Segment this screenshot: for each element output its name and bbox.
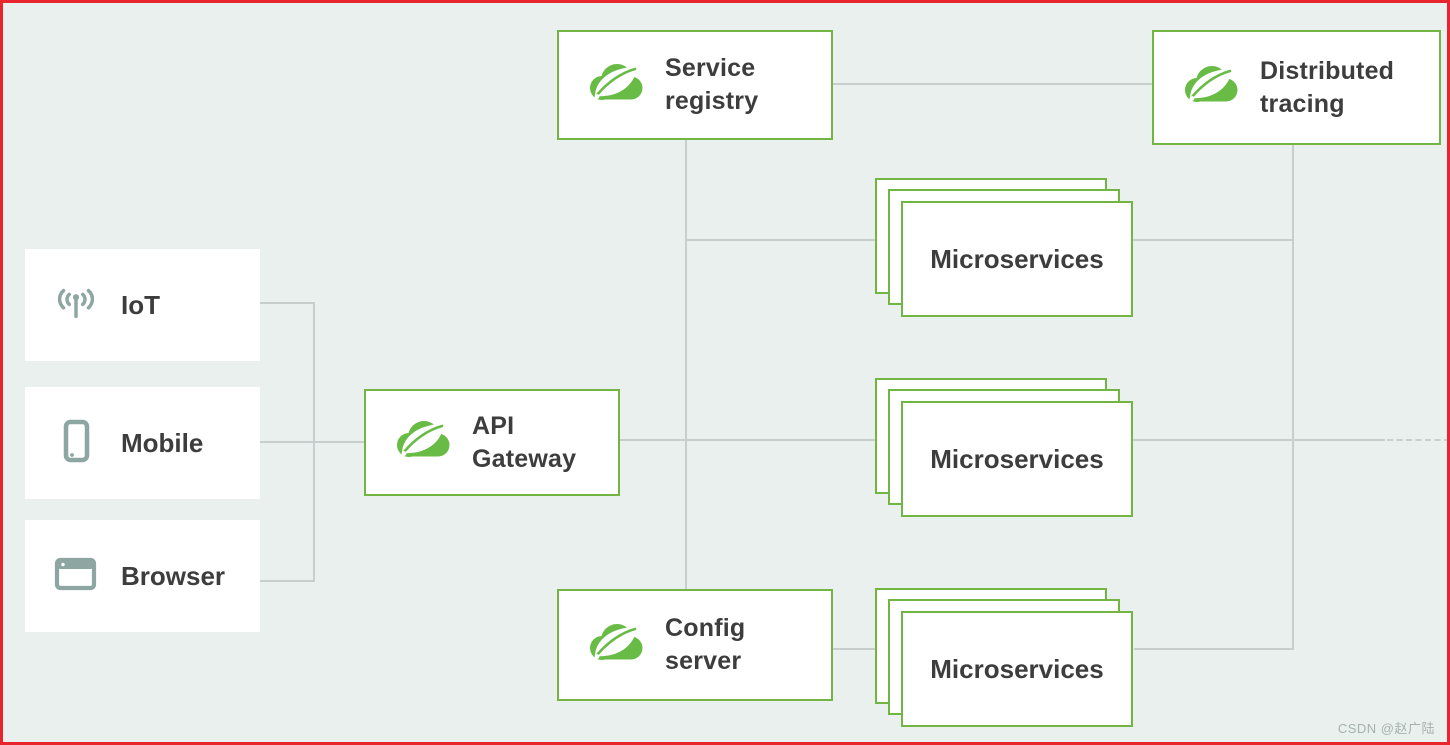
edge-microservices-bottom-tracing — [1134, 648, 1294, 650]
edge-tracing-trunk — [1292, 145, 1294, 650]
node-microservices-middle: Microservices — [875, 378, 1134, 518]
browser-window-icon — [53, 556, 99, 597]
node-label: Microservices — [930, 653, 1104, 684]
edge-iot-stub — [260, 302, 315, 304]
node-api-gateway: API Gateway — [364, 389, 620, 496]
node-iot: IoT — [25, 249, 260, 361]
client-label: Mobile — [121, 427, 204, 458]
node-label: API Gateway — [472, 411, 577, 473]
spring-cloud-logo-icon — [390, 415, 454, 470]
node-microservices-top: Microservices — [875, 178, 1134, 318]
stack-card-front: Microservices — [901, 201, 1133, 317]
node-mobile: Mobile — [25, 387, 260, 499]
stack-card-front: Microservices — [901, 611, 1133, 727]
node-label: Config server — [665, 614, 746, 675]
edge-main-dashed-continuation — [1387, 439, 1447, 441]
node-label: Microservices — [930, 243, 1104, 274]
mobile-phone-icon — [53, 419, 99, 468]
spring-cloud-logo-icon — [583, 618, 647, 673]
edge-config-microservices-bottom — [832, 648, 903, 650]
node-service-registry: Service registry — [557, 30, 833, 140]
node-distributed-tracing: Distributed tracing — [1152, 30, 1441, 145]
client-label: IoT — [121, 289, 160, 320]
node-label: Microservices — [930, 443, 1104, 474]
node-label: Distributed tracing — [1260, 56, 1395, 118]
spring-cloud-logo-icon — [1178, 60, 1242, 115]
csdn-watermark: CSDN @赵广陆 — [1337, 721, 1435, 736]
spring-cloud-logo-icon — [583, 58, 647, 113]
iot-antenna-icon — [53, 284, 99, 327]
edge-registry-tracing — [832, 83, 1152, 85]
node-config-server: Config server — [557, 589, 833, 701]
edge-microservices-top-tracing — [1132, 239, 1293, 241]
node-label: Service registry — [665, 54, 759, 115]
client-label: Browser — [121, 560, 226, 591]
edge-browser-stub — [260, 580, 315, 582]
node-browser: Browser — [25, 520, 260, 632]
edge-registry-config-trunk — [685, 140, 687, 589]
node-microservices-bottom: Microservices — [875, 588, 1134, 728]
edge-mobile-gateway — [260, 441, 364, 443]
stack-card-front: Microservices — [901, 401, 1133, 517]
edge-trunk-microservices-top — [686, 239, 903, 241]
